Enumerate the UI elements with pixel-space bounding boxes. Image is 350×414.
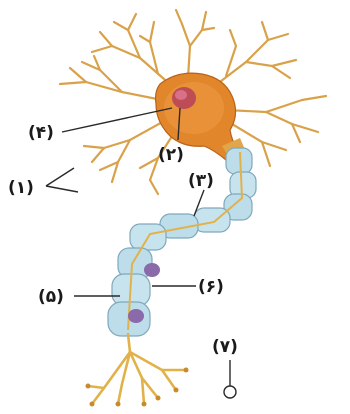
- label-schwann-cell-nucleus: (۶): [198, 277, 224, 297]
- label-axon-terminal: (۷): [212, 337, 238, 357]
- label-dendrite: (۱): [8, 178, 34, 198]
- terminal-marker-circle: [224, 386, 236, 398]
- label-nucleus: (۲): [158, 145, 184, 165]
- label-schwann-cell-outer: (۵): [38, 287, 64, 307]
- axon-terminal-branches: [88, 334, 186, 404]
- label-myelin-sheath: (۳): [188, 171, 214, 191]
- label-cell-body: (۴): [28, 123, 54, 143]
- nucleus: [172, 87, 196, 109]
